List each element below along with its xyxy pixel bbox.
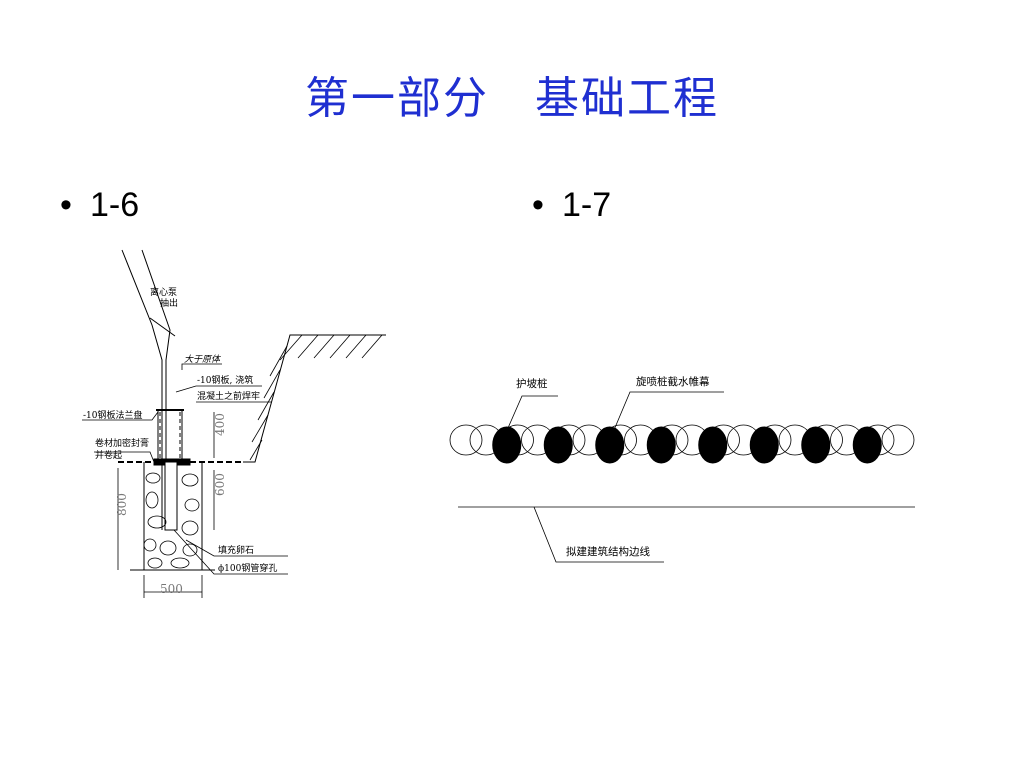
leader-building-edge bbox=[533, 506, 664, 563]
label-membrane-line2: 并卷起 bbox=[95, 449, 122, 461]
label-jet-grout-curtain: 旋喷桩截水帷幕 bbox=[636, 375, 710, 388]
pump-leader bbox=[149, 317, 176, 337]
jet-grout-pile bbox=[449, 424, 483, 456]
slope-pile bbox=[852, 426, 882, 464]
dim-400: 400 bbox=[213, 413, 227, 436]
label-greater-than-original: 大于原体 bbox=[184, 354, 222, 365]
slope-pile bbox=[492, 426, 522, 464]
label-flange-plate: -10钢板法兰盘 bbox=[83, 409, 143, 421]
label-fill-gravel: 填充卵石 bbox=[218, 544, 254, 556]
slope-pile bbox=[749, 426, 779, 464]
bullet-dot: • bbox=[532, 186, 544, 224]
bullet-1-7: • 1-7 bbox=[532, 186, 611, 225]
bullet-label: 1-6 bbox=[90, 186, 140, 224]
leader-gravel bbox=[185, 539, 288, 557]
leader-jet-grout bbox=[613, 391, 724, 431]
label-pump-line1: 离心泵 bbox=[150, 286, 177, 298]
leader-slope-pile bbox=[507, 395, 558, 429]
bullet-1-6: • 1-6 bbox=[60, 186, 139, 225]
leader-membrane bbox=[94, 451, 155, 463]
leader-flange bbox=[82, 411, 159, 421]
slope-pile bbox=[801, 426, 831, 464]
dim-800: 800 bbox=[115, 493, 129, 516]
slope-pile bbox=[646, 426, 676, 464]
slope-line bbox=[243, 334, 386, 463]
slope-pile bbox=[543, 426, 573, 464]
gravel bbox=[143, 472, 200, 569]
bullet-dot: • bbox=[60, 186, 72, 224]
label-membrane-line1: 卷材加密封膏 bbox=[95, 437, 149, 449]
slide-title: 第一部分 基础工程 bbox=[305, 73, 719, 124]
pipe-in-pit bbox=[164, 461, 178, 531]
slope-pile bbox=[595, 426, 625, 464]
label-weld-before-concrete: 混凝土之前焊牢 bbox=[197, 390, 260, 402]
bullet-label: 1-7 bbox=[562, 186, 612, 224]
label-slope-pile: 护坡桩 bbox=[516, 377, 548, 390]
figure-1-7 bbox=[449, 391, 915, 563]
jet-grout-pile bbox=[881, 424, 915, 456]
leader-pipe bbox=[173, 529, 288, 575]
slope-piles bbox=[492, 426, 882, 464]
label-pipe-hole: ϕ100钢管穿孔 bbox=[218, 562, 277, 574]
label-steel-plate-pour: -10钢板, 浇筑 bbox=[197, 374, 253, 386]
label-building-edge: 拟建建筑结构边线 bbox=[566, 545, 650, 558]
dim-500: 500 bbox=[160, 582, 183, 596]
pump-pipe-outer bbox=[141, 249, 171, 530]
label-pump-line2: 抽出 bbox=[160, 297, 178, 309]
slope-pile bbox=[698, 426, 728, 464]
leader-pour bbox=[175, 385, 262, 393]
figure-1-6 bbox=[82, 249, 386, 598]
dim-600: 600 bbox=[213, 473, 227, 496]
leader-greater bbox=[181, 363, 222, 370]
pump-pipe bbox=[121, 249, 163, 530]
slope-hatch bbox=[249, 334, 383, 461]
